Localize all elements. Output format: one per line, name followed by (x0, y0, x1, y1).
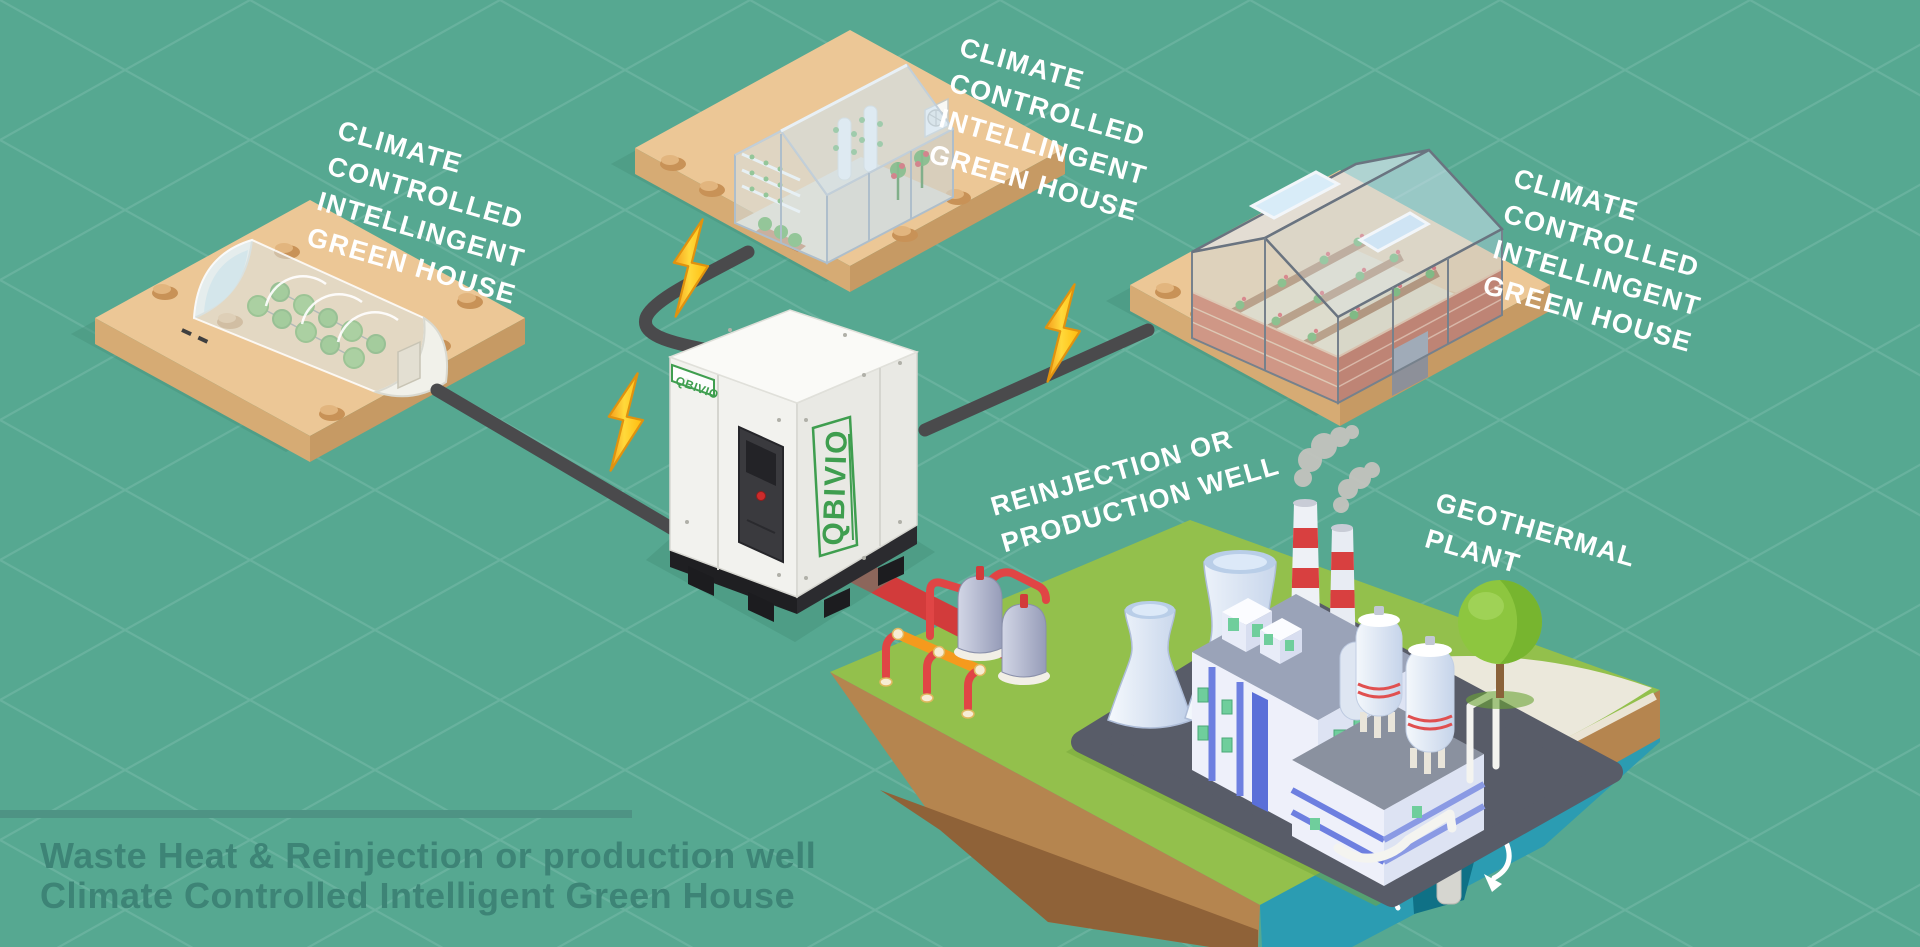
caption-divider (0, 810, 632, 818)
brand-side-text: QBIVIO (817, 428, 854, 546)
rooftop-units (1222, 598, 1302, 664)
caption-line-2: Climate Controlled Intelligent Green Hou… (40, 875, 795, 916)
cable-top-greenhouse (639, 245, 797, 367)
tunnel-door (397, 340, 421, 390)
caption-line-1: Waste Heat & Reinjection or production w… (40, 835, 816, 876)
roof-window-left (1248, 170, 1342, 220)
brand-label-side: QBIVIO (811, 415, 859, 558)
greenhouse-glass (734, 63, 955, 265)
generator-feet (688, 556, 904, 622)
generator-door (738, 425, 784, 564)
caption-block: Waste Heat & Reinjection or production w… (0, 810, 816, 916)
cable-left-greenhouse (430, 383, 707, 552)
storage-tanks (1339, 606, 1455, 774)
qbivio-generator-unit: QBIVIO QBIVIO (667, 309, 920, 622)
roof-window-right (1356, 211, 1432, 253)
separator-tanks (954, 566, 1050, 685)
generator-top-face (667, 309, 920, 404)
geothermal-plant (1107, 425, 1542, 886)
greenhouse-tunnel (192, 238, 448, 398)
tree (1458, 580, 1542, 709)
cable-right-greenhouse (918, 323, 1155, 437)
power-button (756, 491, 766, 501)
greenhouse-brick (1191, 148, 1505, 405)
island-earth-face (830, 672, 1260, 947)
building-door (1252, 692, 1268, 812)
tomato-plants (890, 150, 930, 200)
smoke-puffs (1294, 425, 1380, 513)
power-cables (430, 245, 1155, 552)
